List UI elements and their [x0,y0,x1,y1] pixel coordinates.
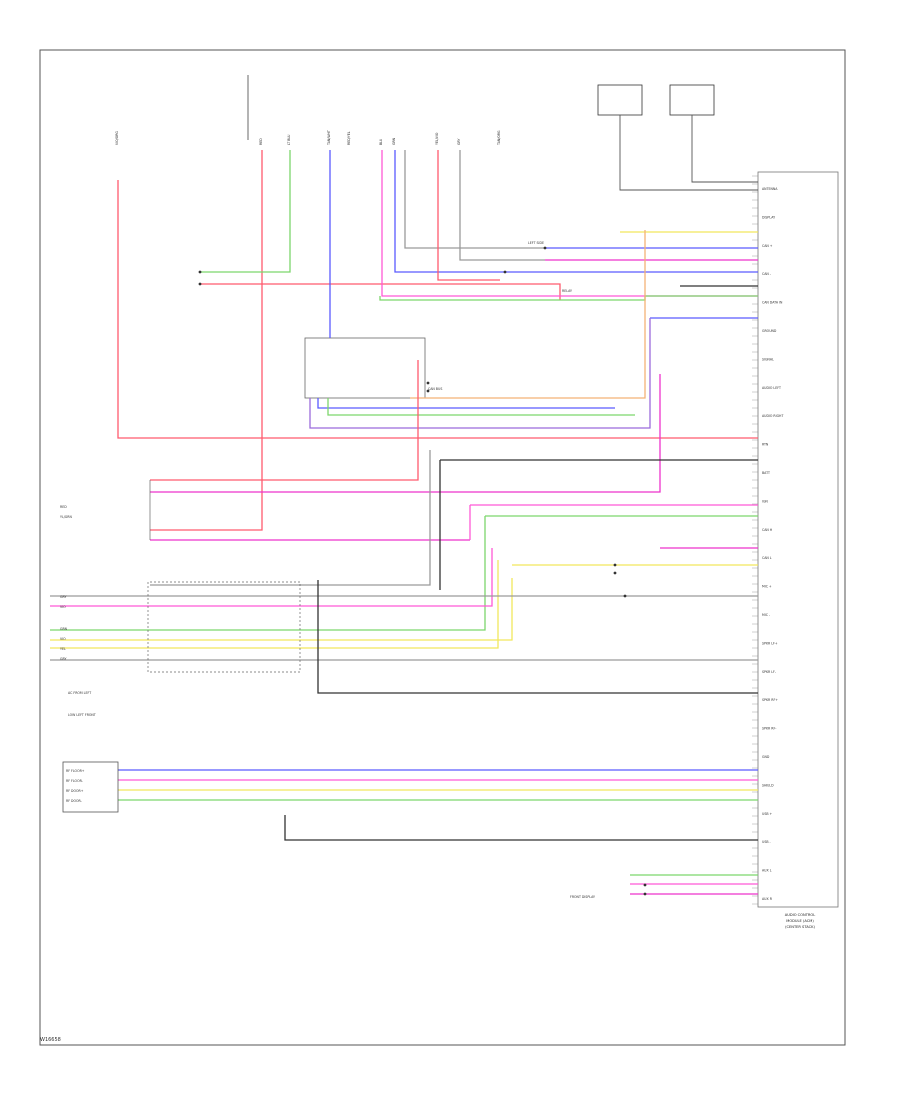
note-1: AC FROM LEFT [68,691,91,695]
wire-pink-2 [469,504,758,540]
antenna-wire-2 [691,115,758,183]
wire-red-5 [437,150,500,281]
top-column-label: YEL/VIO [435,132,439,145]
speaker-box [62,761,119,813]
antenna-box-1 [597,84,643,116]
right-label-2: CAN BUS [428,387,442,391]
left-input-b-1: VIO [60,605,66,609]
module-pin-label: SPKR RF- [762,727,776,731]
antenna-wire-1 [619,115,758,191]
note-2: LOW LEFT FRONT [68,713,96,717]
module-pin-ticks [752,175,758,905]
module-pin-label: CAN L [762,556,772,560]
junction-block [304,337,426,399]
top-column-label: GRN [392,137,396,145]
module-pin-label: AUX R [762,897,773,901]
top-column-label: RED [259,138,263,145]
top-column-label: VIO/ORG [115,131,119,145]
speaker-pin-1: RF FLOOR- [66,779,83,783]
wire-gray-3 [150,450,431,586]
speaker-pin-0: RF FLOOR+ [66,769,85,773]
wire-green-4 [50,516,486,631]
module-name-3: (CENTER STACK) [785,925,815,929]
antenna-box-2 [669,84,715,116]
splice-dots [198,246,647,896]
left-input-c-3: GRY [60,657,66,661]
module-pin-label: AUDIO LEFT [762,386,781,390]
wire-red-6 [150,360,419,481]
module-pin-label: MIC - [762,613,770,617]
wire-red-2 [150,150,263,531]
right-label-1: RELAY [562,289,572,293]
page-frame [39,49,846,1046]
module-pin-label: USB - [762,840,771,844]
wire-green-3 [327,398,635,416]
wire-blue-5 [317,398,615,409]
top-column-label: RED/YEL [347,131,351,145]
figure-id: W16658 [40,1037,61,1043]
wire-black-2 [439,459,758,590]
left-input-c-0: GRN [60,627,68,631]
top-column-label: BLU [379,138,383,145]
module-pin-label: IGN [762,499,768,503]
module-pin-label: SPKR RF+ [762,698,778,702]
right-label-0: LEFT SIDE [528,241,544,245]
module-pin-label: USB + [762,812,773,816]
left-input-b-0: GRY [60,595,66,599]
module-pin-label: SIGNAL [762,357,774,361]
wire-yellow-2 [50,560,499,649]
module-name-1: AUDIO CONTROL [785,913,815,917]
module-pin-label: BATT [762,471,770,475]
module-pin-label: GND [762,755,770,759]
module-pin-label: DISPLAY [762,215,775,219]
top-column-label: TAN/ORG [497,130,501,146]
top-column-label: LT BLU [287,134,291,145]
speaker-pin-2: RF DOOR+ [66,789,84,793]
wire-red-4 [262,283,561,300]
left-input-c-1: VIO [60,637,66,641]
speaker-pin-3: RF DOOR- [66,799,82,803]
module-pin-label: RTN [762,443,769,447]
module-connector [757,171,839,908]
module-pin-label: SPKR LF+ [762,641,778,645]
wire-magenta-2 [150,374,661,493]
module-pin-label: SHIELD [762,783,774,787]
wire-gray-1 [404,150,545,249]
top-column-label: GRY [457,139,461,145]
module-pin-label: GROUND [762,329,777,333]
wires [50,150,758,895]
top-column-labels: VIO/ORG RED LT BLU TAN/WHT RED/YEL BLU GRN YEL/… [115,130,501,146]
wire-pink-1 [381,150,758,297]
left-bracket-2 [147,581,301,673]
module-pin-label: CAN + [762,244,773,248]
wire-yellow-3 [50,578,513,641]
module-pin-labels: ANTENNA DISPLAY CAN + CAN - CAN DATA IN GROUN… [762,187,783,901]
wire-black-4 [284,815,758,841]
left-input-a-1: YL/GRN [60,515,72,519]
wire-orange-1 [410,230,646,399]
wire-black-3 [317,580,758,694]
wire-pink-3 [50,548,493,607]
module-pin-label: ANTENNA [762,187,778,191]
module-pin-label: MIC + [762,585,772,589]
module-pin-label: CAN DATA IN [762,301,783,305]
module-pin-label: CAN H [762,528,773,532]
wire-violet-1 [309,318,651,429]
wire-gray-2 [459,150,545,261]
module-pin-label: AUDIO RIGHT [762,414,783,418]
module-pin-label: AUX L [762,869,772,873]
left-input-c-2: YEL [60,647,66,651]
wire-blue-2 [394,150,758,273]
wire-red-main [117,180,758,439]
module-name-2: MODULE (ACM) [786,919,814,923]
right-label-3: FRONT DISPLAY [570,895,595,899]
top-column-label: TAN/WHT [327,130,331,146]
wire-green-top [200,150,291,273]
module-pin-label: CAN - [762,272,771,276]
module-pin-label: SPKR LF- [762,670,776,674]
left-input-a-0: RED [60,505,67,509]
